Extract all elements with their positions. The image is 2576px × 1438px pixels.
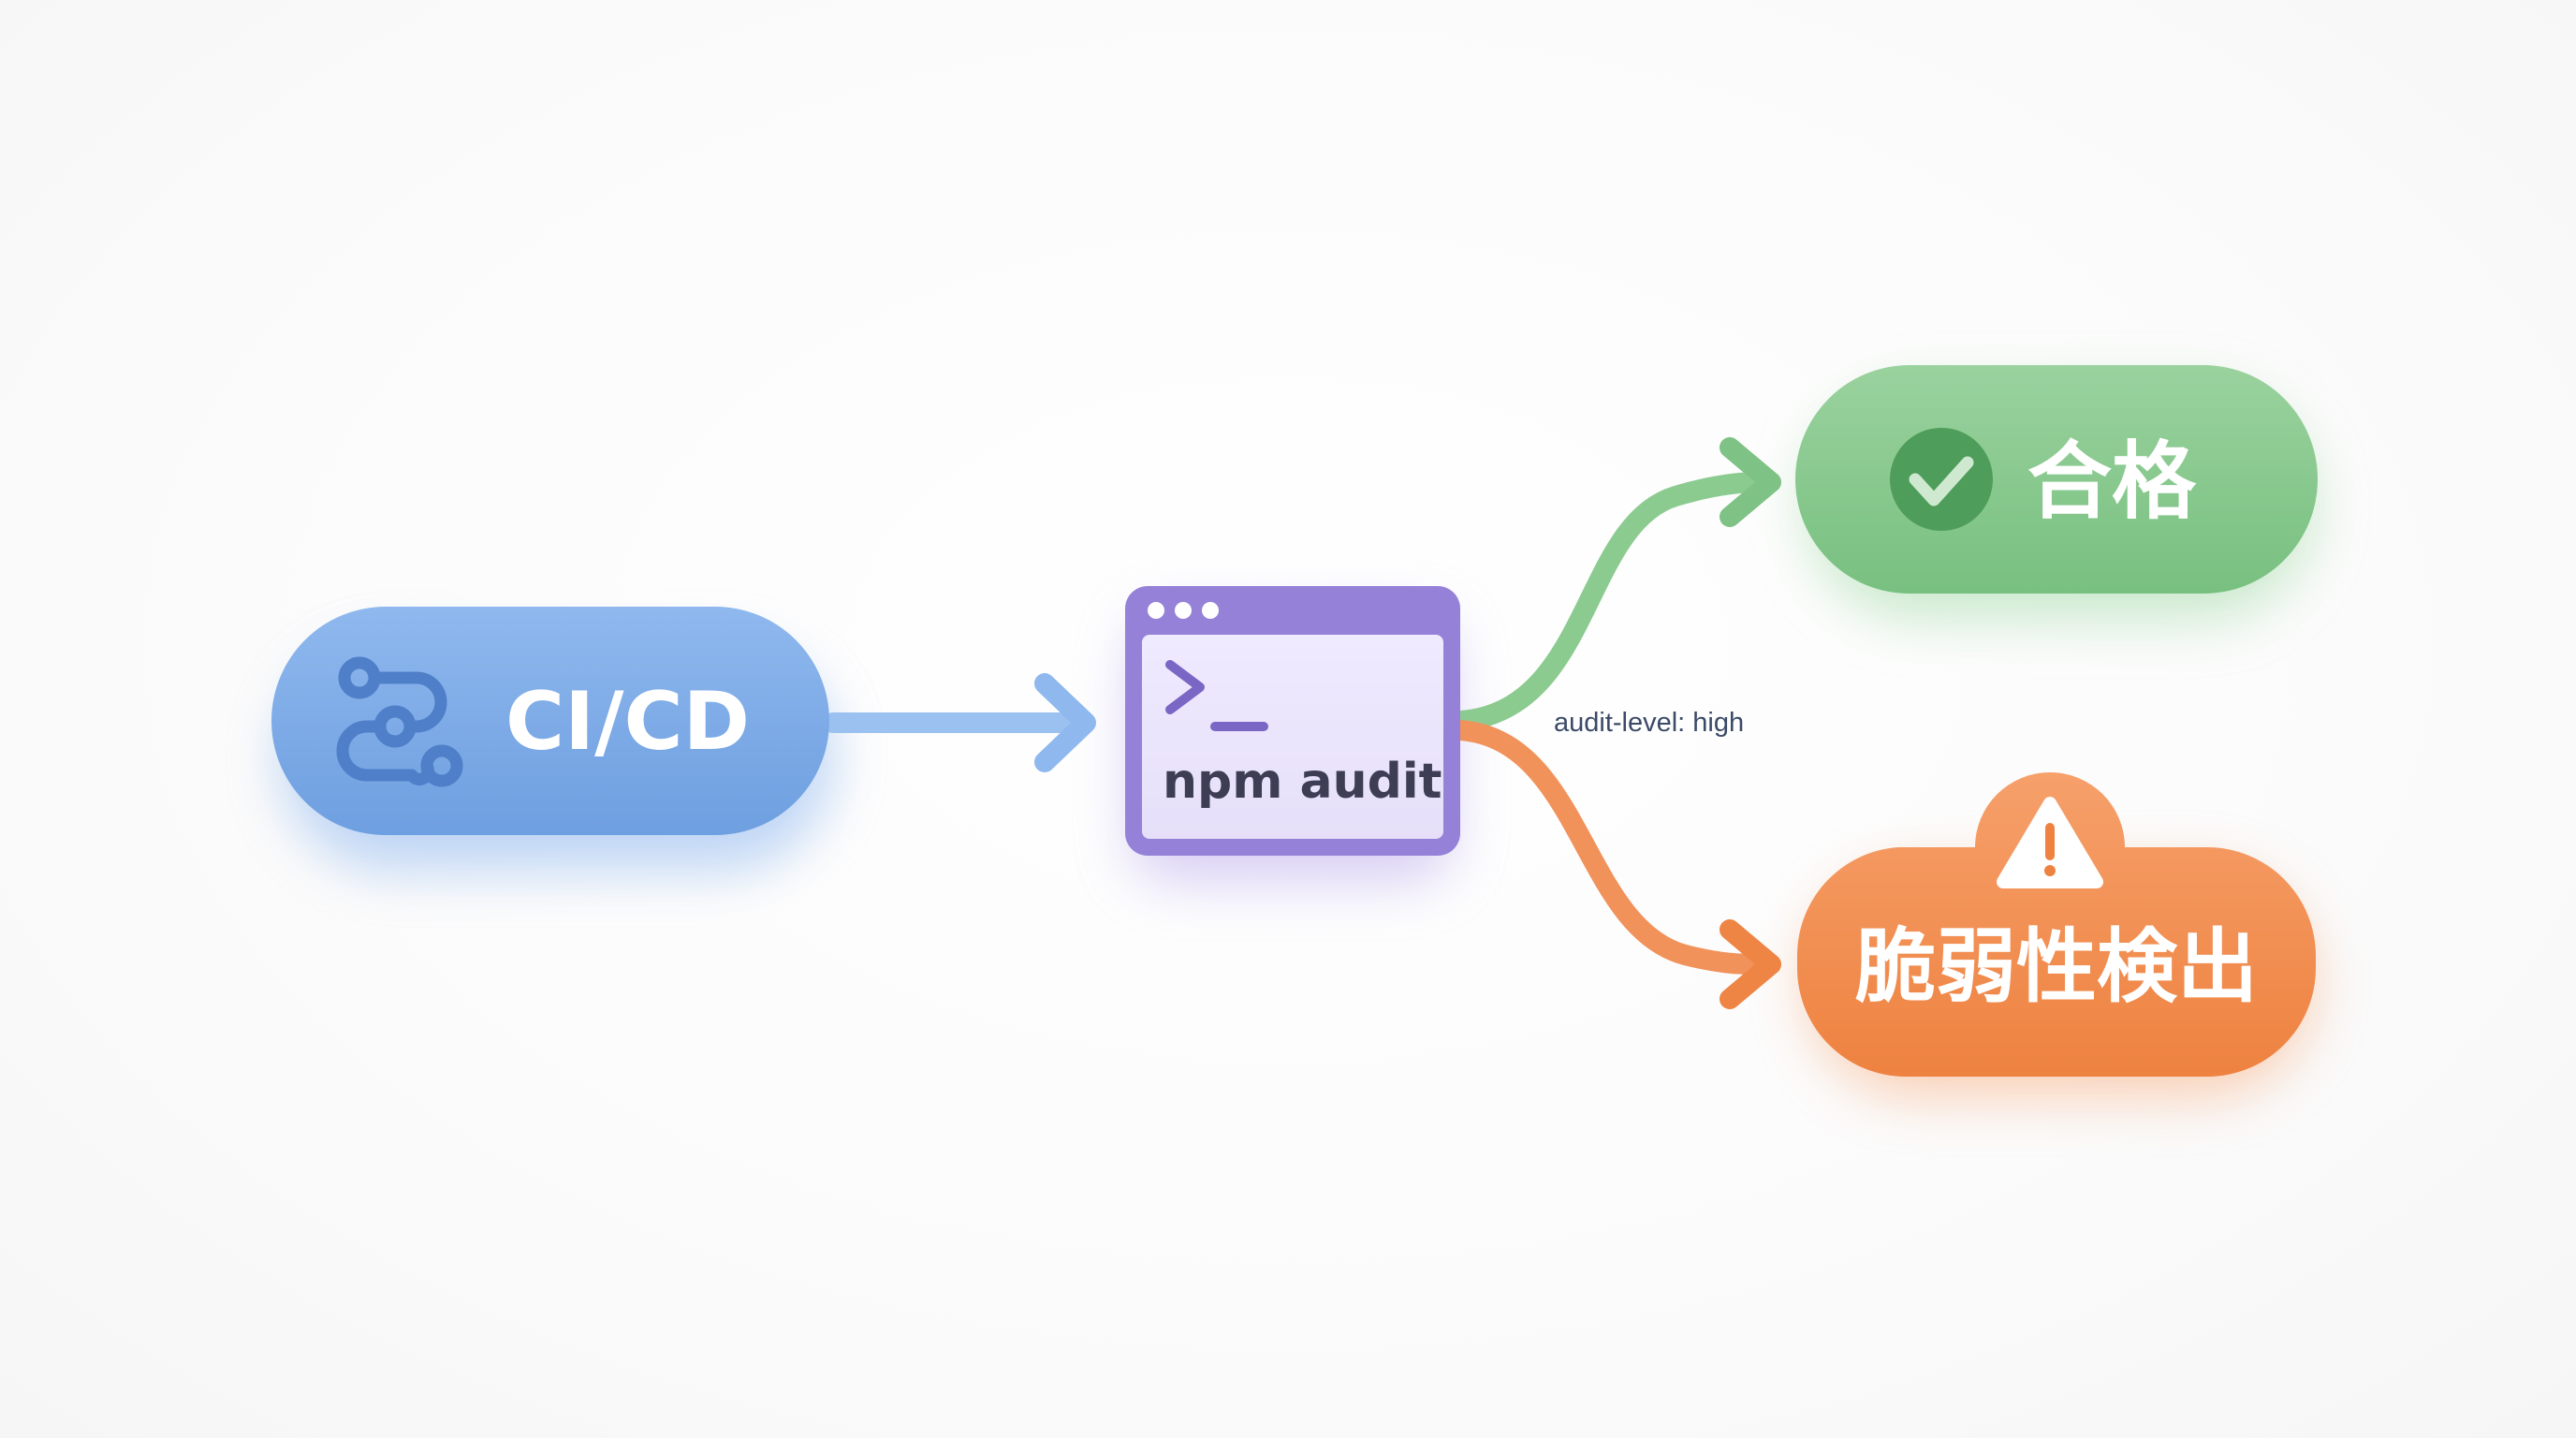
edge-cicd-to-audit	[823, 673, 1096, 772]
node-vuln: 脆弱性検出	[1796, 772, 2316, 1077]
edge-audit-to-vuln	[1450, 720, 1781, 1009]
check-circle-icon	[1890, 428, 1993, 531]
window-dots	[1148, 602, 1219, 619]
git-branch-icon	[336, 656, 463, 787]
cicd-label: CI/CD	[505, 675, 750, 769]
warning-icon	[1997, 797, 2103, 888]
vuln-label: 脆弱性検出	[1855, 920, 2258, 1014]
branch-label: audit-level: high	[1554, 708, 1744, 738]
node-cicd: CI/CD	[271, 607, 829, 835]
arrowhead-icon	[1034, 673, 1096, 772]
node-pass: 合格	[1795, 365, 2318, 594]
edge-audit-to-pass	[1450, 437, 1781, 731]
pass-label: 合格	[2027, 433, 2197, 531]
node-npm-audit: npm audit	[1125, 586, 1460, 856]
terminal-icon	[1165, 660, 1268, 731]
npm-audit-label: npm audit	[1163, 754, 1442, 810]
arrowhead-icon	[1720, 919, 1781, 1009]
arrowhead-icon	[1720, 437, 1781, 527]
